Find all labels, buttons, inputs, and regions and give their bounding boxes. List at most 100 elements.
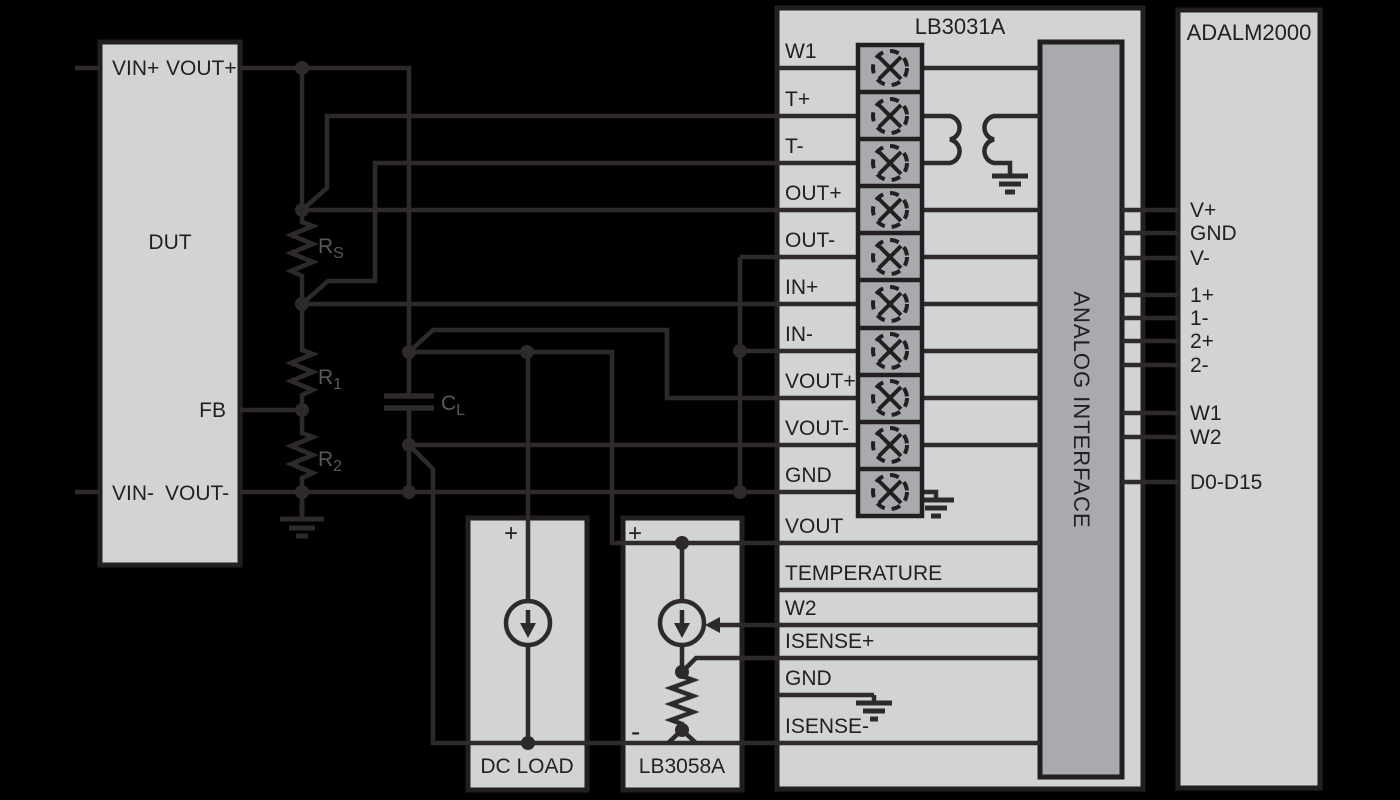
- lb3031a-signal-w2: W2: [785, 597, 817, 620]
- r2-sub: 2: [333, 458, 342, 475]
- lb3031a-title: LB3031A: [915, 14, 1006, 39]
- rs-base: R: [318, 235, 333, 258]
- ground-gnd-row-icon: [856, 700, 892, 722]
- adalm2000-pin-2-plus: 2+: [1190, 330, 1214, 353]
- r1-label: R1: [318, 366, 342, 393]
- junction-dot: [675, 723, 689, 737]
- ground-main-icon: [280, 492, 324, 539]
- junction-dot: [402, 438, 416, 452]
- wire-out-minus-in-minus-gnd: [737, 254, 858, 492]
- lb3031a-terminal-out-plus: OUT+: [785, 182, 842, 205]
- dut-block: [97, 39, 243, 568]
- cl-sub: L: [456, 402, 465, 419]
- junction-dot: [295, 403, 309, 417]
- screw-terminal-icon: [871, 379, 909, 417]
- dut-pin-vout-minus: VOUT-: [165, 482, 229, 505]
- lb3031a-signal-isense-plus: ISENSE+: [785, 630, 874, 653]
- current-sources: [503, 598, 720, 648]
- adalm2000-block: [1175, 7, 1323, 791]
- lb3058a-plus: +: [628, 520, 642, 547]
- cl-base: C: [441, 392, 456, 415]
- screw-terminal-icon: [871, 49, 909, 87]
- terminal-strip-separators: [858, 89, 922, 472]
- junction-dot: [521, 736, 535, 750]
- junction-dot: [520, 345, 534, 359]
- lb3058a-current-source: [657, 598, 707, 648]
- dut-pin-vin-minus: VIN-: [112, 482, 154, 505]
- junction-dot: [295, 485, 309, 499]
- junction-dot: [675, 665, 689, 679]
- wire-interface-stubs: [1122, 207, 1178, 485]
- resistor-rsense: [664, 672, 700, 730]
- wire-gnd-row: [779, 692, 877, 701]
- wires: [75, 65, 1178, 746]
- lb3031a-terminal-out-minus: OUT-: [785, 229, 835, 252]
- lb3031a-terminal-t-minus: T-: [785, 135, 804, 158]
- junction-dots: [295, 61, 747, 750]
- wire-vout-plus-sense: [407, 327, 858, 401]
- analog-interface-panel: [1037, 39, 1125, 780]
- junction-dot: [295, 297, 309, 311]
- dc-load-label: DC LOAD: [480, 755, 573, 778]
- wire-load-return-isense-minus: [407, 443, 1040, 746]
- wire-t-minus-kelvin: [300, 160, 858, 306]
- dc-load-plus: +: [504, 520, 518, 547]
- lb3031a-signal-gnd: GND: [785, 667, 832, 690]
- resistor-r1: [285, 304, 320, 410]
- rs-sub: S: [333, 245, 344, 262]
- adalm2000-pin-1-minus: 1-: [1190, 307, 1209, 330]
- lb3031a-terminal-t-plus: T+: [785, 88, 810, 111]
- junction-dot: [733, 485, 747, 499]
- analog-interface-label: ANALOG INTERFACE: [1069, 291, 1094, 528]
- adalm2000-pin-1-plus: 1+: [1190, 284, 1214, 307]
- dut-pin-vin-plus: VIN+: [112, 57, 159, 80]
- adalm2000-pin-d0-d15: D0-D15: [1190, 471, 1262, 494]
- screw-terminal-icon: [871, 238, 909, 276]
- junction-dot: [402, 345, 416, 359]
- dc-load-current-source: [503, 598, 553, 648]
- r2-label: R2: [318, 448, 342, 475]
- lb3031a-signal-isense-minus: ISENSE-: [785, 715, 869, 738]
- lb3031a-terminal-in-minus: IN-: [785, 323, 813, 346]
- lb3031a-signal-temperature: TEMPERATURE: [785, 562, 942, 585]
- adalm2000-pin-2-minus: 2-: [1190, 354, 1209, 377]
- adalm2000-pin-v-minus: V-: [1190, 247, 1210, 270]
- screw-terminal-icon: [871, 191, 909, 229]
- lb3031a-terminal-in-plus: IN+: [785, 276, 818, 299]
- resistor-rs: [285, 210, 320, 304]
- capacitor-cl: [384, 393, 434, 411]
- adalm2000-pin-w1: W1: [1190, 402, 1222, 425]
- w2-control-arrow-icon: [705, 617, 720, 633]
- arrow-down-icon: [520, 623, 536, 638]
- junction-dot: [402, 485, 416, 499]
- dut-pin-vout-plus: VOUT+: [166, 57, 237, 80]
- dut-label: DUT: [148, 231, 191, 254]
- adalm2000-pin-v-plus: V+: [1190, 199, 1216, 222]
- jack-plug-symbol: [922, 113, 962, 166]
- screw-terminal-icon: [871, 285, 909, 323]
- lb3058a-label: LB3058A: [639, 755, 725, 778]
- cl-label: CL: [441, 392, 465, 419]
- labels: VIN+ VOUT+ DUT FB VIN- VOUT- RS R1 R2 CL…: [112, 14, 1311, 778]
- wire-terminal-to-interface: [922, 207, 1040, 448]
- screw-terminal-icon: [871, 426, 909, 464]
- junction-dot: [675, 536, 689, 550]
- screw-terminal-icon: [871, 144, 909, 182]
- lb3031a-terminal-gnd: GND: [785, 464, 832, 487]
- ground-symbols: [280, 173, 1028, 722]
- screw-terminal-icons: [871, 49, 909, 511]
- screw-terminal-icon: [871, 97, 909, 135]
- lb3031a-terminal-vout-minus: VOUT-: [785, 417, 849, 440]
- resistor-r2: [285, 410, 320, 492]
- screw-terminal-strip: [855, 42, 925, 519]
- screw-terminal-icon: [871, 473, 909, 511]
- junction-dot: [295, 61, 309, 75]
- junction-dot: [295, 203, 309, 217]
- adalm2000-title: ADALM2000: [1187, 20, 1312, 45]
- lb3031a-signal-vout: VOUT: [785, 515, 844, 538]
- adalm2000-pin-w2: W2: [1190, 426, 1222, 449]
- adalm2000-pin-gnd: GND: [1190, 222, 1237, 245]
- junction-dot: [733, 344, 747, 358]
- wire-vout-force: [409, 349, 1040, 546]
